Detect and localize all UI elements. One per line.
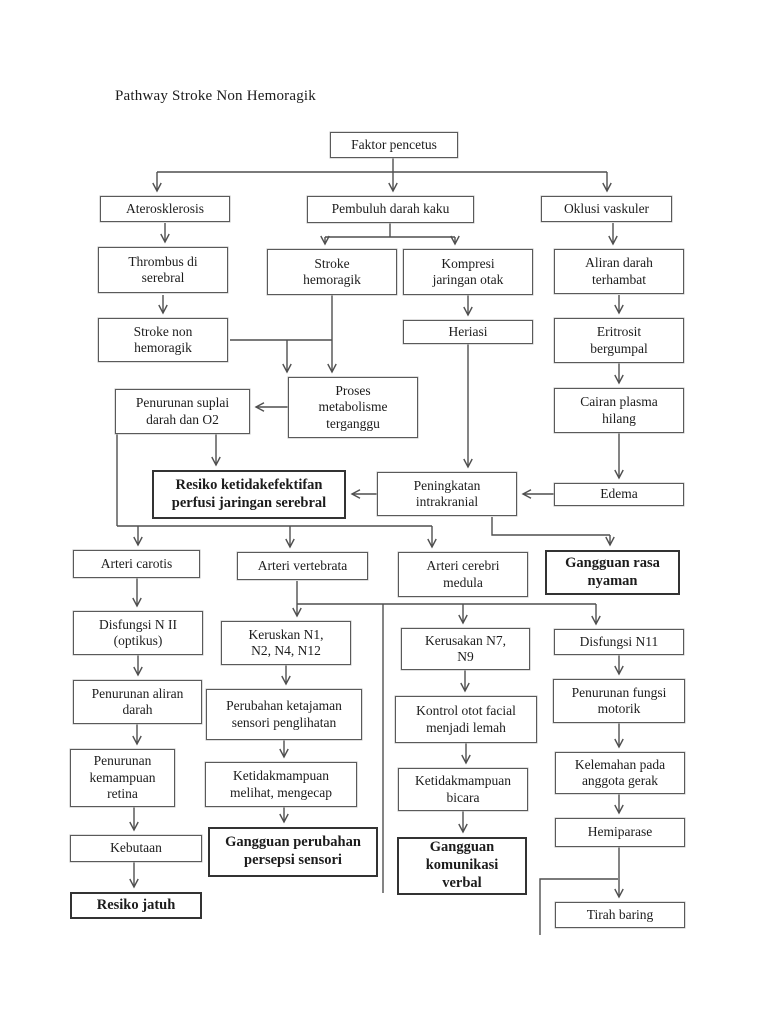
connector-segments bbox=[116, 158, 618, 935]
node-pembuluh-darah-kaku: Pembuluh darah kaku bbox=[307, 196, 474, 223]
node-ketidakmampuan-melihat: Ketidakmampuan melihat, mengecap bbox=[205, 762, 357, 807]
page-title: Pathway Stroke Non Hemoragik bbox=[115, 88, 316, 104]
node-resiko-jatuh: Resiko jatuh bbox=[70, 892, 202, 919]
node-penurunan-kemampuan-retina: Penurunan kemampuan retina bbox=[70, 749, 175, 807]
node-hemiparase: Hemiparase bbox=[555, 818, 685, 847]
node-heriasi: Heriasi bbox=[403, 320, 533, 344]
node-kebutaan: Kebutaan bbox=[70, 835, 202, 862]
node-eritrosit-bergumpal: Eritrosit bergumpal bbox=[554, 318, 684, 363]
node-thrombus-serebral: Thrombus di serebral bbox=[98, 247, 228, 293]
node-edema: Edema bbox=[554, 483, 684, 506]
node-penurunan-fungsi-motorik: Penurunan fungsi motorik bbox=[553, 679, 685, 723]
node-arteri-cerebri-medula: Arteri cerebri medula bbox=[398, 552, 528, 597]
node-perubahan-ketajaman: Perubahan ketajaman sensori penglihatan bbox=[206, 689, 362, 740]
node-aliran-darah-terhambat: Aliran darah terhambat bbox=[554, 249, 684, 294]
node-penurunan-aliran-darah: Penurunan aliran darah bbox=[73, 680, 202, 724]
node-kerusakan-n7: Kerusakan N7, N9 bbox=[401, 628, 530, 670]
node-ketidakmampuan-bicara: Ketidakmampuan bicara bbox=[398, 768, 528, 811]
node-stroke-hemoragik: Stroke hemoragik bbox=[267, 249, 397, 295]
node-cairan-plasma-hilang: Cairan plasma hilang bbox=[554, 388, 684, 433]
node-arteri-vertebrata: Arteri vertebrata bbox=[237, 552, 368, 580]
node-kelemahan-anggota-gerak: Kelemahan pada anggota gerak bbox=[555, 752, 685, 794]
node-oklusi-vaskuler: Oklusi vaskuler bbox=[541, 196, 672, 222]
node-gangguan-komunikasi-verbal: Gangguan komunikasi verbal bbox=[397, 837, 527, 895]
node-tirah-baring: Tirah baring bbox=[555, 902, 685, 928]
node-keruskan-n1: Keruskan N1, N2, N4, N12 bbox=[221, 621, 351, 665]
node-peningkatan-intrakranial: Peningkatan intrakranial bbox=[377, 472, 517, 516]
node-disfungsi-n11: Disfungsi N11 bbox=[554, 629, 684, 655]
node-gangguan-persepsi-sensori: Gangguan perubahan persepsi sensori bbox=[208, 827, 378, 877]
node-resiko-ketidakefektifan: Resiko ketidakefektifan perfusi jaringan… bbox=[152, 470, 346, 519]
node-penurunan-suplai: Penurunan suplai darah dan O2 bbox=[115, 389, 250, 434]
node-gangguan-rasa-nyaman: Gangguan rasa nyaman bbox=[545, 550, 680, 595]
node-stroke-non-hemoragik: Stroke non hemoragik bbox=[98, 318, 228, 362]
node-kompresi-jaringan-otak: Kompresi jaringan otak bbox=[403, 249, 533, 295]
node-faktor-pencetus: Faktor pencetus bbox=[330, 132, 458, 158]
node-disfungsi-n2: Disfungsi N II (optikus) bbox=[73, 611, 203, 655]
connector-lines bbox=[116, 158, 624, 935]
node-kontrol-otot-facial: Kontrol otot facial menjadi lemah bbox=[395, 696, 537, 743]
node-proses-metabolisme: Proses metabolisme terganggu bbox=[288, 377, 418, 438]
node-arteri-carotis: Arteri carotis bbox=[73, 550, 200, 578]
node-aterosklerosis: Aterosklerosis bbox=[100, 196, 230, 222]
